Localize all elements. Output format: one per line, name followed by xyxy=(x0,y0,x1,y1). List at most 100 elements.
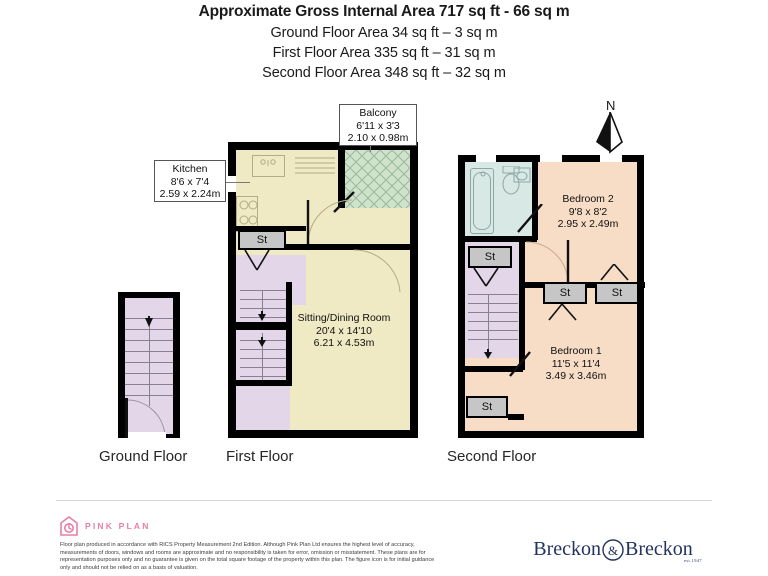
second-tread xyxy=(468,339,518,340)
first-stringer xyxy=(262,290,263,320)
second-tread xyxy=(468,321,518,322)
second-tread xyxy=(468,330,518,331)
bathroom-wall-bottom xyxy=(465,236,537,242)
ground-stair-arrow xyxy=(145,316,153,327)
room-metric: 2.95 x 2.49m xyxy=(557,218,619,230)
room-metric: 6.21 x 4.53m xyxy=(313,337,375,349)
kitchen-sink xyxy=(252,155,285,177)
first-hall-door-swing xyxy=(306,199,353,245)
toilet xyxy=(502,166,520,195)
storage-second-2: St xyxy=(543,282,587,304)
room-imperial: 20'4 x 14'10 xyxy=(316,324,372,337)
first-stair-arrow-down xyxy=(258,337,266,347)
first-tread xyxy=(240,376,290,377)
second-lower-wall xyxy=(465,366,523,372)
second-tread xyxy=(468,294,518,295)
storage-label: St xyxy=(484,251,496,263)
second-window-1 xyxy=(476,155,496,162)
first-stair-fill xyxy=(236,282,290,430)
compass-north: N xyxy=(592,98,632,154)
ground-door-opening xyxy=(128,432,166,438)
first-tread xyxy=(240,317,290,318)
breckon-left-word: Breckon xyxy=(533,538,601,560)
bathtub-inner xyxy=(473,172,491,230)
first-tread xyxy=(240,358,290,359)
breckon-right-word: Breckon xyxy=(625,538,693,560)
kitchen-sink-taps xyxy=(260,159,276,166)
bedroom1-door-swing xyxy=(509,351,531,377)
first-stair-divider xyxy=(236,322,290,330)
second-stair-arrow xyxy=(484,349,492,359)
second-window-2 xyxy=(540,155,562,162)
kitchen-counter-lines xyxy=(295,157,335,174)
storage-label: St xyxy=(559,287,571,299)
storage-label: St xyxy=(611,287,623,299)
pink-plan-label: PINK PLAN xyxy=(85,521,151,531)
second-stringer xyxy=(488,294,489,350)
pink-plan-icon xyxy=(60,516,78,536)
first-tread xyxy=(240,308,290,309)
first-room-door-swing xyxy=(353,249,401,293)
svg-text:&: & xyxy=(608,543,618,558)
room-name: Sitting/Dining Room xyxy=(297,312,391,324)
bathroom-door-swing xyxy=(517,204,543,233)
bathtub-tap xyxy=(480,171,486,177)
storage-second-4: St xyxy=(466,396,508,418)
callout-balcony: Balcony 6'11 x 3'3 2.10 x 0.98m xyxy=(339,104,417,146)
ground-stair-stringer xyxy=(149,318,150,406)
first-closet-wall xyxy=(236,226,306,231)
bedroom2-door-swing xyxy=(525,240,570,283)
storage-first-1: St xyxy=(238,230,286,250)
storage-door-swing xyxy=(548,304,577,321)
callout-kitchen-leader xyxy=(226,182,250,183)
first-tread xyxy=(240,290,290,291)
second-stair-wall xyxy=(519,242,525,370)
storage-door-swing xyxy=(244,250,270,271)
room-bedroom-2: Bedroom 2 9'8 x 8'2 2.95 x 2.49m xyxy=(536,193,640,231)
ampersand-icon: & xyxy=(602,538,624,561)
pink-plan-logo: PINK PLAN xyxy=(60,516,151,536)
caption-first-floor: First Floor xyxy=(226,448,294,465)
storage-second-1: St xyxy=(468,246,512,268)
storage-second-3: St xyxy=(595,282,639,304)
header-ground-area: Ground Floor Area 34 sq ft – 3 sq m xyxy=(270,25,498,41)
kitchen-window xyxy=(228,176,236,192)
washbasin xyxy=(513,167,531,183)
storage-label: St xyxy=(256,234,268,246)
first-stair-bottom-wall xyxy=(236,380,292,386)
first-stringer xyxy=(262,333,263,381)
first-mid-wall xyxy=(286,244,410,250)
compass-north-label: N xyxy=(606,98,616,113)
second-lower-wall-2 xyxy=(508,414,524,420)
caption-second-floor: Second Floor xyxy=(447,448,537,465)
first-stair-arrow-up xyxy=(258,311,266,321)
callout-name: Kitchen xyxy=(172,163,208,175)
breckon-logo: Breckon & Breckon est.1947 xyxy=(520,538,706,563)
second-tread xyxy=(468,312,518,313)
header-first-area: First Floor Area 335 sq ft – 31 sq m xyxy=(272,45,496,61)
room-imperial: 9'8 x 8'2 xyxy=(568,205,608,218)
first-tread xyxy=(240,299,290,300)
header-title: Approximate Gross Internal Area 717 sq f… xyxy=(198,3,570,20)
storage-label: St xyxy=(481,401,493,413)
first-tread xyxy=(240,349,290,350)
room-name: Bedroom 2 xyxy=(562,193,614,205)
balcony-hatch xyxy=(344,150,410,208)
first-tread xyxy=(240,367,290,368)
balcony-divider-wall xyxy=(338,150,345,208)
ground-door-swing xyxy=(125,398,166,438)
bathroom-wall-right xyxy=(532,162,538,240)
room-sitting-dining: Sitting/Dining Room 20'4 x 14'10 6.21 x … xyxy=(285,312,403,350)
balcony-door-swing xyxy=(333,191,355,213)
header-second-area: Second Floor Area 348 sq ft – 32 sq m xyxy=(262,65,506,81)
disclaimer-text: Floor plan produced in accordance with R… xyxy=(60,542,435,571)
first-stair-wall xyxy=(286,282,292,382)
footer-divider xyxy=(56,500,712,501)
callout-metric: 2.59 x 2.24m xyxy=(159,188,221,200)
second-window-3 xyxy=(600,155,622,162)
header: Approximate Gross Internal Area 717 sq f… xyxy=(0,0,768,81)
room-bedroom-1: Bedroom 1 11'5 x 11'4 3.49 x 3.46m xyxy=(521,345,631,383)
callout-balcony-leader xyxy=(370,146,371,152)
storage-door-swing xyxy=(600,264,629,281)
